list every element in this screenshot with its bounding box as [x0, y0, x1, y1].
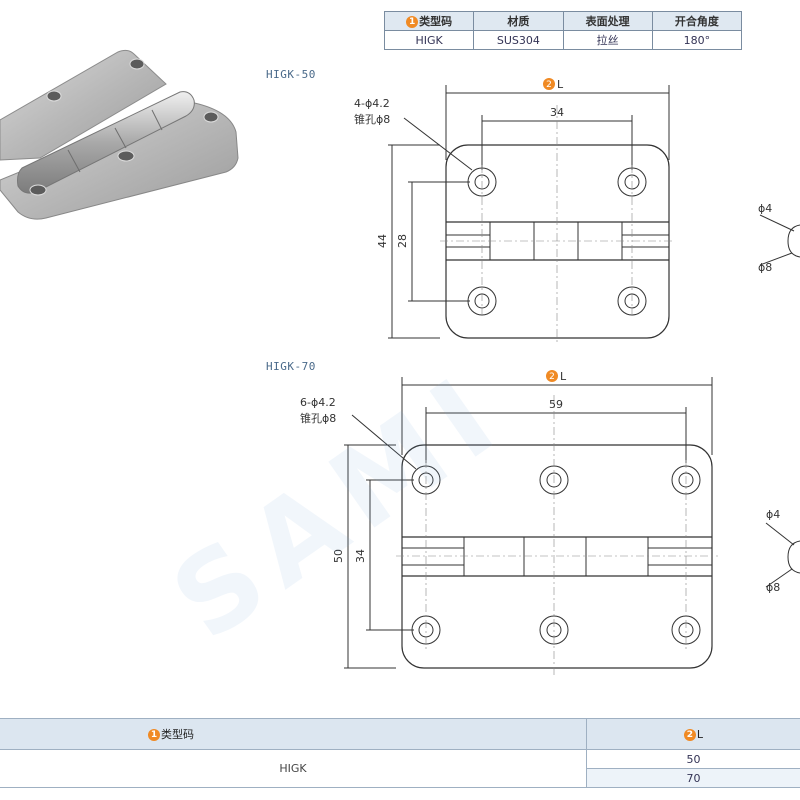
- spec-header-material: 材质: [473, 11, 564, 31]
- side-dim-bottom: ϕ8: [766, 581, 780, 594]
- badge-1: 1: [406, 16, 419, 28]
- badge-2: 2: [546, 80, 552, 90]
- spec-cell-angle: 180°: [651, 30, 743, 50]
- side-dim-top: ϕ4: [758, 202, 772, 215]
- hinge-product-photo: [0, 49, 239, 220]
- side-dim-top: ϕ4: [766, 508, 780, 521]
- spec-cell-surface: 拉丝: [562, 30, 653, 50]
- drawing-higk-50: 2 L 34 44 28 4-ϕ4.2 锥孔ϕ8 ϕ4 ϕ8: [354, 78, 800, 345]
- hole-note-count: 6-ϕ4.2: [300, 396, 336, 409]
- dim-height-inner: 28: [396, 234, 409, 248]
- dim-length-label: L: [557, 78, 564, 91]
- cell-length-50: 50: [586, 749, 800, 769]
- badge-2: 2: [549, 372, 555, 382]
- dim-width: 59: [549, 398, 563, 411]
- model-label-higk-70: HIGK-70: [266, 360, 316, 373]
- cell-type-code: HIGK: [0, 749, 587, 788]
- spec-cell-material: SUS304: [473, 30, 564, 50]
- model-label-higk-50: HIGK-50: [266, 68, 316, 81]
- dim-length-label: L: [560, 370, 567, 383]
- dim-height-outer: 50: [332, 549, 345, 563]
- dim-width: 34: [550, 106, 564, 119]
- table-row: 70: [0, 768, 800, 788]
- table-row: HIGK 50: [0, 749, 800, 788]
- side-dim-bottom: ϕ8: [758, 261, 772, 274]
- hole-note-count: 4-ϕ4.2: [354, 97, 390, 110]
- drawing-higk-70: 2 L 59 50 34 6-ϕ4.2 锥孔ϕ8 ϕ4 ϕ8: [300, 370, 800, 675]
- badge-1: 1: [148, 729, 160, 741]
- spec-cell-code: HIGK: [383, 30, 475, 50]
- dim-height-outer: 44: [376, 234, 389, 248]
- cell-length-70: 70: [586, 768, 800, 788]
- spec-header-angle: 开合角度: [651, 11, 743, 31]
- spec-table-row: HIGK SUS304 拉丝 180°: [383, 30, 743, 50]
- spec-header-surface: 表面处理: [562, 11, 653, 31]
- badge-2: 2: [683, 728, 696, 741]
- dim-height-inner: 34: [354, 549, 367, 563]
- hole-note-countersink: 锥孔ϕ8: [354, 113, 390, 126]
- hole-note-countersink: 锥孔ϕ8: [300, 412, 336, 425]
